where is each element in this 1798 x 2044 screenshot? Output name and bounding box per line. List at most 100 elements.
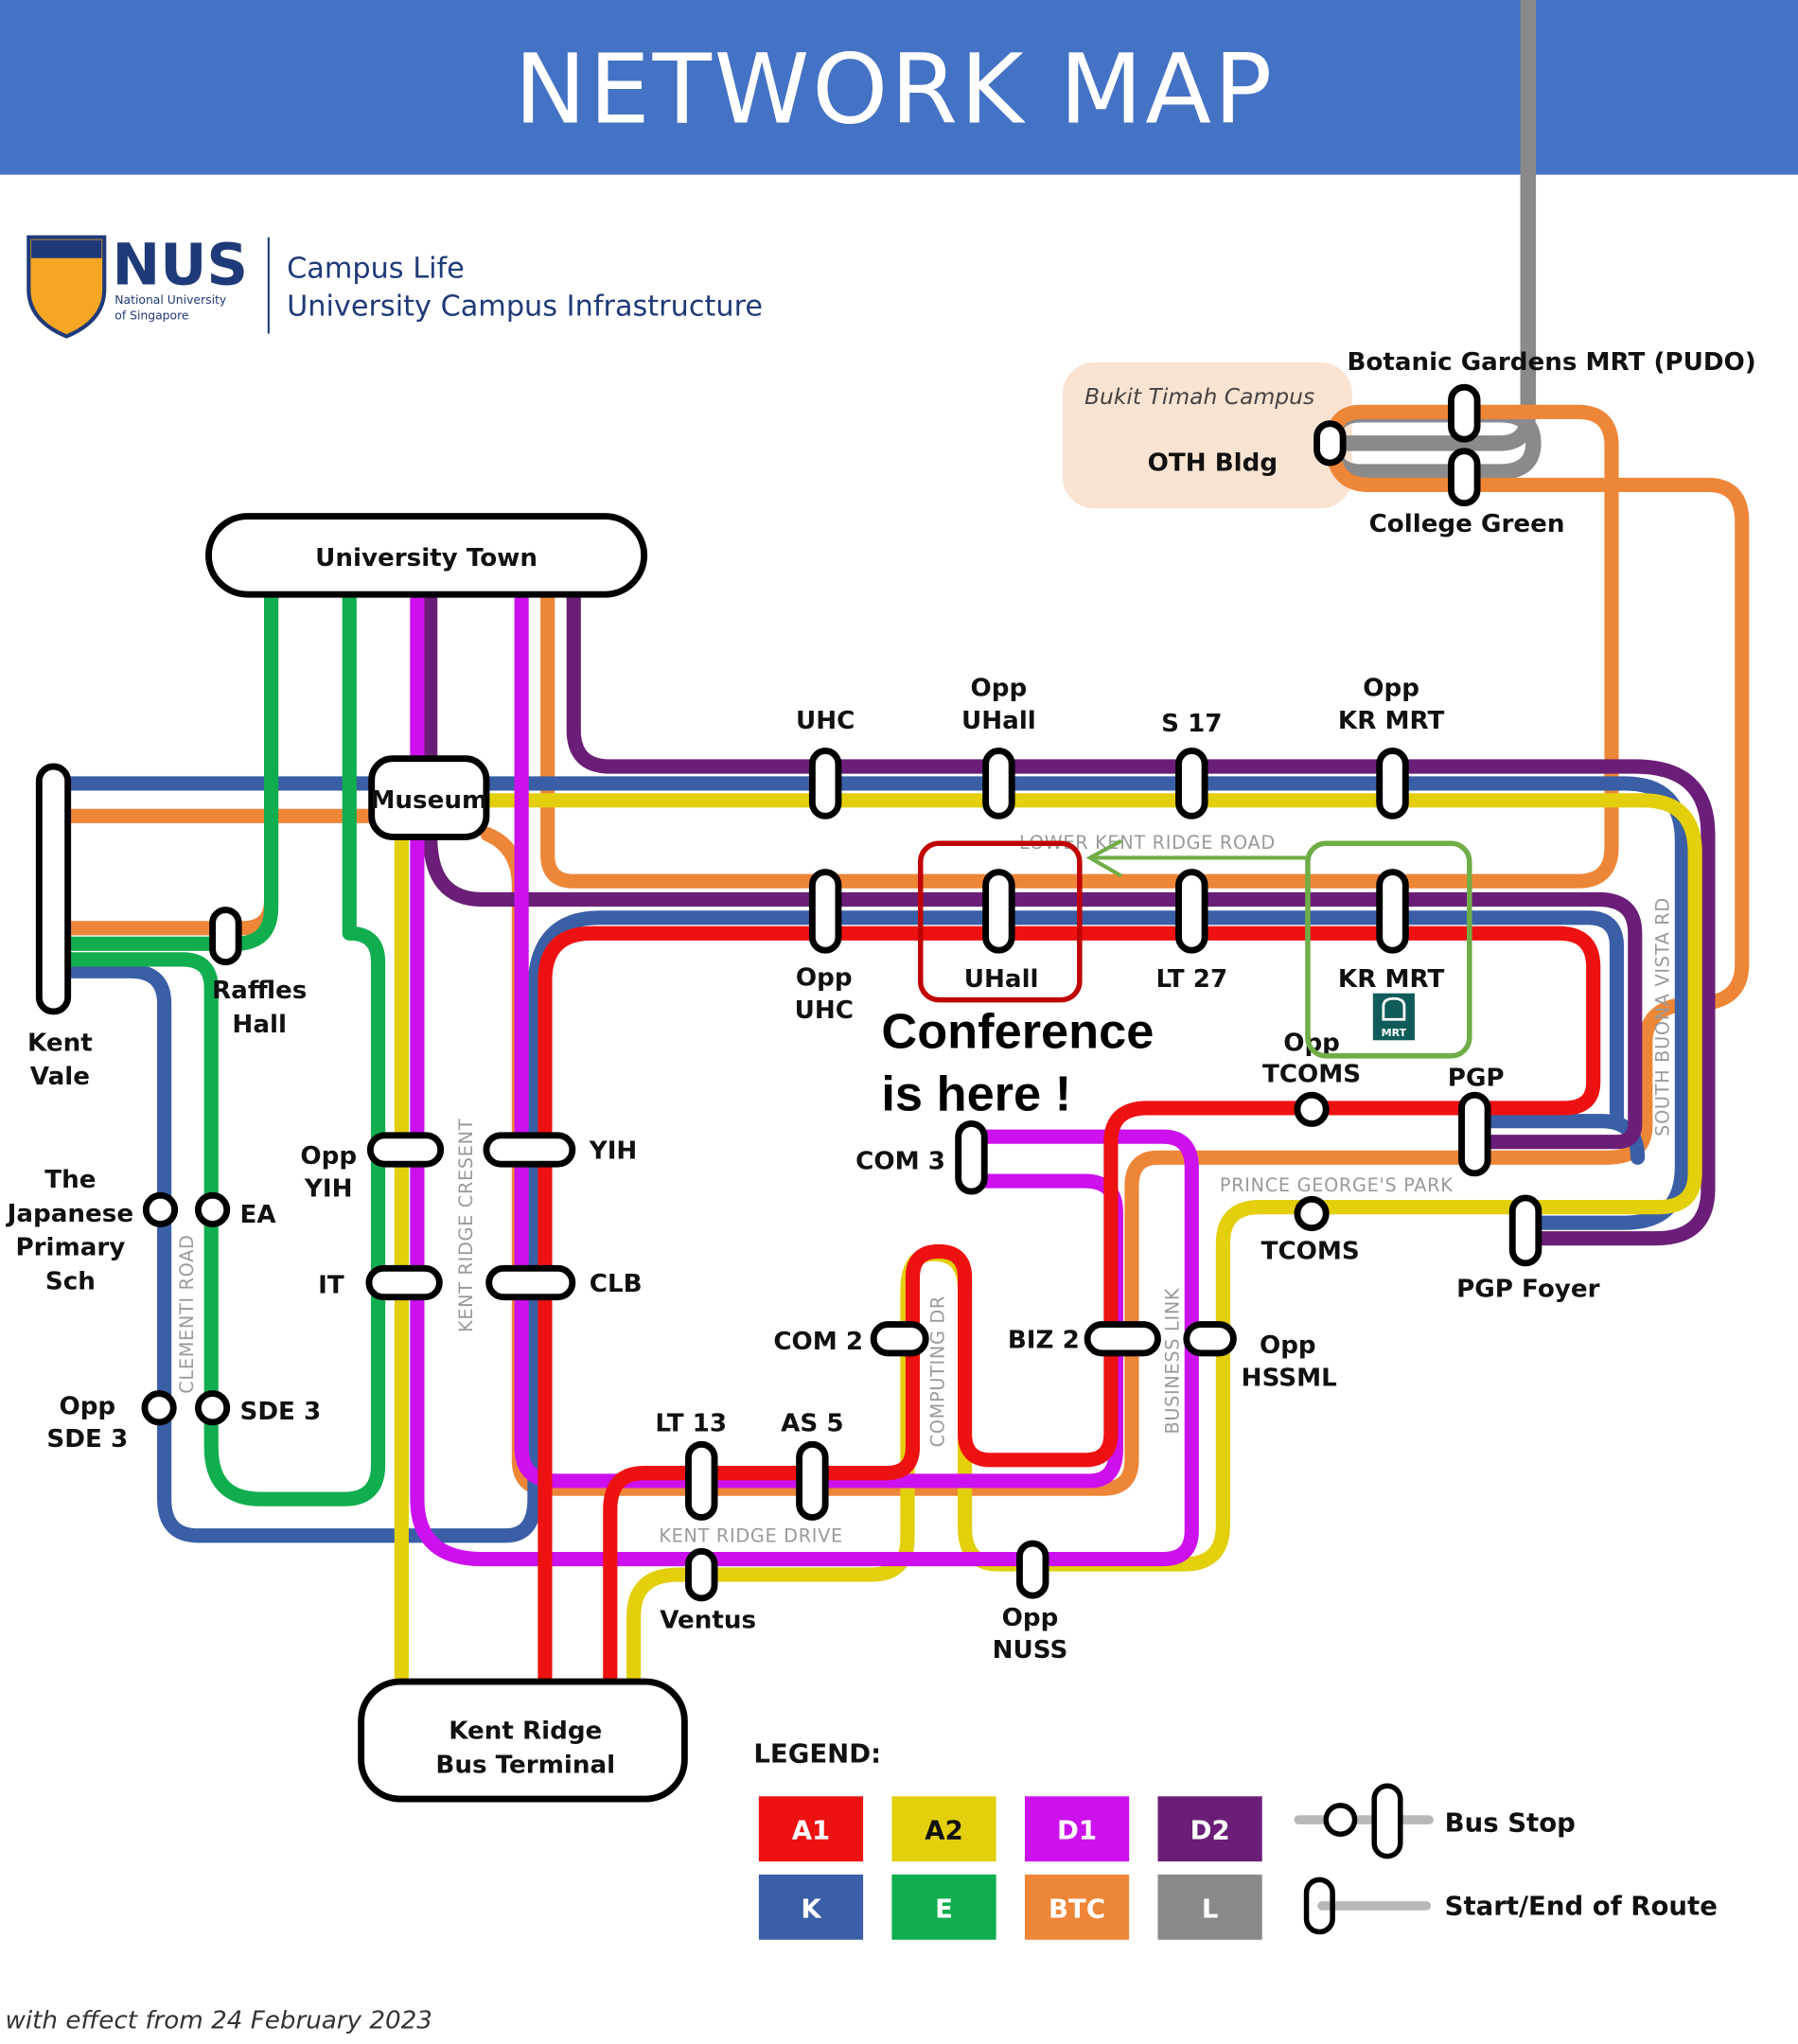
bukit-timah-campus-area xyxy=(1062,361,1352,509)
stop-as5[interactable] xyxy=(796,1440,829,1521)
stop-pgp-foyer[interactable] xyxy=(1508,1194,1542,1267)
label-opp-yih-2: YIH xyxy=(304,1175,353,1204)
hub-kent-ridge-terminal[interactable] xyxy=(358,1678,688,1803)
stop-sde3[interactable] xyxy=(194,1390,231,1426)
stop-opp-uhall[interactable] xyxy=(982,748,1015,819)
stop-botanic-gardens[interactable] xyxy=(1448,383,1481,443)
stop-opp-kr-mrt[interactable] xyxy=(1376,748,1409,819)
conference-highlight-box xyxy=(917,840,1083,1003)
label-com3: COM 3 xyxy=(855,1148,945,1176)
label-botanic-gardens: Botanic Gardens MRT (PUDO) xyxy=(1347,348,1755,377)
legend-route-a1: A1 xyxy=(758,1796,864,1862)
stop-opp-tcoms[interactable] xyxy=(1294,1091,1330,1127)
label-lt13: LT 13 xyxy=(655,1410,727,1438)
bukit-timah-campus-label: Bukit Timah Campus xyxy=(1084,383,1314,410)
stop-opp-nuss[interactable] xyxy=(1016,1540,1049,1599)
road-kent-ridge-cresent: KENT RIDGE CRESENT xyxy=(455,1119,477,1332)
label-kr-mrt: KR MRT xyxy=(1338,965,1445,994)
stop-s17[interactable] xyxy=(1175,748,1208,819)
kr-mrt-highlight-box xyxy=(1305,840,1472,1059)
label-opp-tcoms-1: Opp xyxy=(1283,1029,1340,1057)
stop-com2[interactable] xyxy=(870,1321,929,1357)
label-opp-nuss-1: Opp xyxy=(1002,1604,1059,1632)
stop-raffles-hall[interactable] xyxy=(209,907,242,966)
label-pgp: PGP xyxy=(1448,1065,1505,1093)
legend-bus-stop-pill-icon xyxy=(1371,1783,1403,1859)
legend-swatch xyxy=(1157,1796,1262,1862)
legend-route-d1: D1 xyxy=(1024,1796,1130,1862)
label-opp-hssml-2: HSSML xyxy=(1242,1364,1337,1392)
hub-kent-ridge-terminal-label-1: Kent Ridge xyxy=(449,1718,602,1746)
stop-uhall[interactable] xyxy=(982,869,1015,954)
stop-opp-uhc[interactable] xyxy=(808,869,842,954)
legend-swatch-label: A2 xyxy=(925,1816,963,1846)
stop-opp-hssml[interactable] xyxy=(1183,1321,1237,1357)
label-opp-uhall-2: UHall xyxy=(961,707,1036,735)
stop-kr-mrt[interactable] xyxy=(1376,869,1409,954)
label-jap-1: The xyxy=(44,1166,96,1194)
legend-bus-stop-label: Bus Stop xyxy=(1445,1807,1576,1838)
label-opp-sde3-1: Opp xyxy=(59,1393,115,1421)
label-college-green: College Green xyxy=(1369,510,1565,538)
stop-uhc[interactable] xyxy=(808,748,842,819)
stop-ventus[interactable] xyxy=(685,1547,718,1602)
legend-swatch xyxy=(758,1874,864,1940)
stop-it[interactable] xyxy=(365,1264,443,1301)
legend-route-a2: A2 xyxy=(891,1796,996,1862)
label-as5: AS 5 xyxy=(781,1410,843,1438)
route-line-d2 xyxy=(423,587,1716,1246)
stop-japanese-school[interactable] xyxy=(142,1191,179,1227)
stop-lt13[interactable] xyxy=(685,1440,718,1521)
label-opp-uhc-2: UHC xyxy=(795,996,854,1025)
stop-college-green[interactable] xyxy=(1448,448,1481,507)
stop-tcoms[interactable] xyxy=(1294,1195,1330,1232)
label-uhall: UHall xyxy=(964,965,1039,994)
stop-labels: Botanic Gardens MRT (PUDO) College Green… xyxy=(6,348,1756,1665)
label-lt27: LT 27 xyxy=(1155,965,1227,994)
nus-crest-icon xyxy=(26,235,107,339)
road-computing-dr: COMPUTING DR xyxy=(927,1295,949,1447)
hub-university-town[interactable] xyxy=(205,513,648,598)
bus-stops xyxy=(141,383,1542,1602)
svg-text:MRT: MRT xyxy=(1382,1027,1407,1039)
conference-label-1: Conference xyxy=(881,1005,1154,1060)
arrowhead-icon xyxy=(1085,838,1122,878)
stop-lt27[interactable] xyxy=(1175,869,1208,954)
legend-swatch xyxy=(1157,1874,1262,1940)
legend-swatch-label: D1 xyxy=(1057,1816,1097,1846)
label-tcoms: TCOMS xyxy=(1261,1238,1360,1266)
label-clb: CLB xyxy=(590,1270,643,1298)
nus-logo: NUS National University of Singapore Cam… xyxy=(26,232,763,339)
route-line-k xyxy=(61,776,1689,1543)
stop-clb[interactable] xyxy=(485,1264,576,1301)
stop-opp-sde3[interactable] xyxy=(141,1390,177,1426)
label-kent-vale-2: Vale xyxy=(30,1063,90,1091)
conference-label-2: is here ! xyxy=(881,1067,1071,1122)
legend-route-d2: D2 xyxy=(1157,1796,1262,1862)
stop-biz2[interactable] xyxy=(1084,1321,1161,1357)
label-yih: YIH xyxy=(589,1137,638,1166)
hub-museum[interactable] xyxy=(368,755,490,840)
label-raffles-hall-1: Raffles xyxy=(212,977,307,1005)
stop-yih[interactable] xyxy=(483,1132,576,1168)
label-kent-vale-1: Kent xyxy=(27,1029,93,1057)
hub-kent-ridge-terminal-label-2: Bus Terminal xyxy=(435,1751,615,1779)
label-opp-kr-mrt-1: Opp xyxy=(1363,675,1419,703)
stop-opp-yih[interactable] xyxy=(366,1132,445,1168)
legend-swatch-label: D2 xyxy=(1190,1816,1230,1846)
stop-ea[interactable] xyxy=(194,1191,231,1227)
stop-kent-vale[interactable] xyxy=(35,763,72,1015)
label-opp-uhc-1: Opp xyxy=(796,963,853,992)
legend-swatch-label: BTC xyxy=(1049,1894,1105,1924)
train-icon xyxy=(1382,996,1406,1021)
label-ea: EA xyxy=(240,1201,277,1229)
stop-oth-bldg[interactable] xyxy=(1313,420,1347,467)
label-sde3: SDE 3 xyxy=(240,1398,322,1426)
stop-com3[interactable] xyxy=(955,1120,988,1195)
header-bar xyxy=(0,0,1798,175)
stop-pgp[interactable] xyxy=(1458,1091,1491,1177)
page-title: NETWORK MAP xyxy=(514,33,1275,146)
label-it: IT xyxy=(318,1272,344,1300)
road-clementi: CLEMENTI ROAD xyxy=(176,1234,198,1393)
